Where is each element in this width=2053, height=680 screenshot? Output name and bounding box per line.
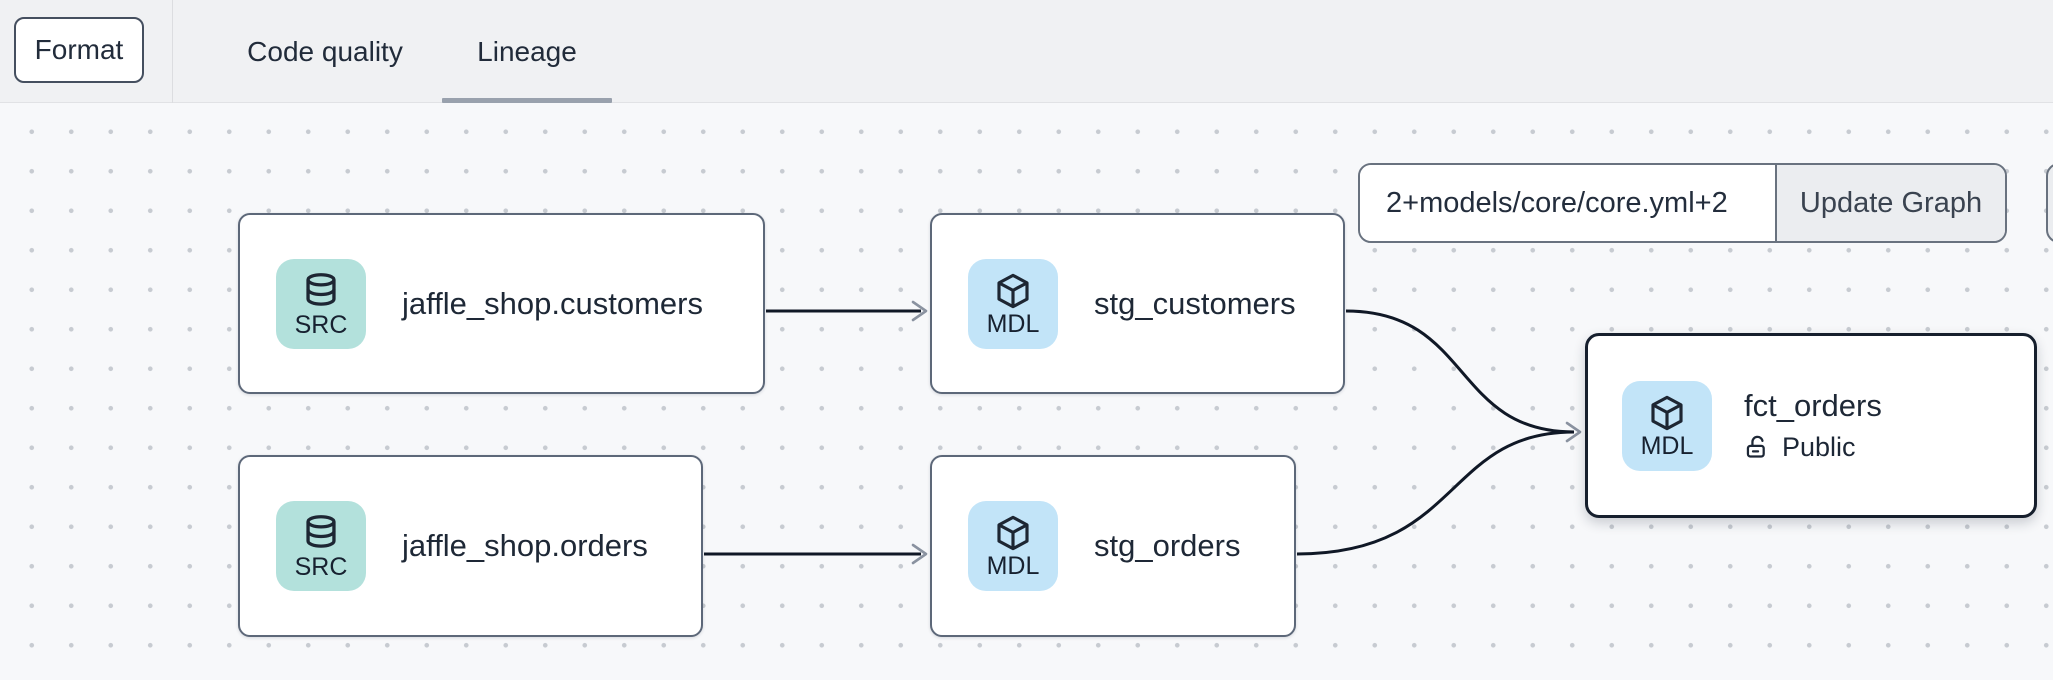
- access-label: Public: [1782, 432, 1856, 462]
- node-label: fct_orders: [1744, 388, 1882, 423]
- unlock-icon: [1744, 434, 1771, 461]
- badge-label: SRC: [294, 310, 348, 339]
- clipped-toolbar-button[interactable]: [2046, 163, 2053, 243]
- model-badge: MDL: [968, 501, 1058, 591]
- node-label: jaffle_shop.orders: [402, 528, 648, 563]
- model-badge: MDL: [1622, 380, 1712, 471]
- node-label: stg_orders: [1094, 528, 1241, 563]
- tab-lineage[interactable]: Lineage: [442, 0, 612, 103]
- graph-node-stg-customers[interactable]: MDL stg_customers: [930, 213, 1345, 394]
- tab-code-quality[interactable]: Code quality: [205, 0, 445, 103]
- active-tab-underline: [442, 98, 612, 103]
- cube-icon: [993, 271, 1033, 311]
- source-badge: SRC: [276, 501, 366, 591]
- lineage-selector-group: Update Graph: [1358, 163, 2007, 243]
- model-badge: MDL: [968, 258, 1058, 349]
- database-icon: [300, 270, 342, 312]
- node-label: jaffle_shop.customers: [402, 285, 703, 321]
- badge-label: MDL: [1640, 431, 1694, 460]
- badge-label: MDL: [986, 309, 1040, 338]
- tab-label: Lineage: [477, 35, 577, 67]
- cube-icon: [1647, 393, 1687, 433]
- graph-node-stg-orders[interactable]: MDL stg_orders: [930, 455, 1296, 637]
- topbar-divider: [172, 0, 173, 103]
- badge-label: MDL: [986, 552, 1040, 580]
- node-access-row: Public: [1744, 432, 1882, 463]
- graph-node-fct-orders[interactable]: MDL fct_orders Public: [1585, 333, 2037, 518]
- source-badge: SRC: [276, 258, 366, 349]
- top-bar: Format Code quality Lineage: [0, 0, 2053, 103]
- database-icon: [300, 512, 342, 554]
- graph-node-jaffle-shop-orders[interactable]: SRC jaffle_shop.orders: [238, 455, 703, 637]
- tab-label: Code quality: [247, 35, 403, 67]
- graph-node-jaffle-shop-customers[interactable]: SRC jaffle_shop.customers: [238, 213, 765, 394]
- lineage-selector-input[interactable]: [1360, 165, 1775, 241]
- badge-label: SRC: [294, 553, 348, 581]
- node-label: stg_customers: [1094, 285, 1296, 321]
- format-button[interactable]: Format: [14, 17, 144, 83]
- cube-icon: [993, 513, 1033, 553]
- update-graph-button[interactable]: Update Graph: [1775, 165, 2005, 241]
